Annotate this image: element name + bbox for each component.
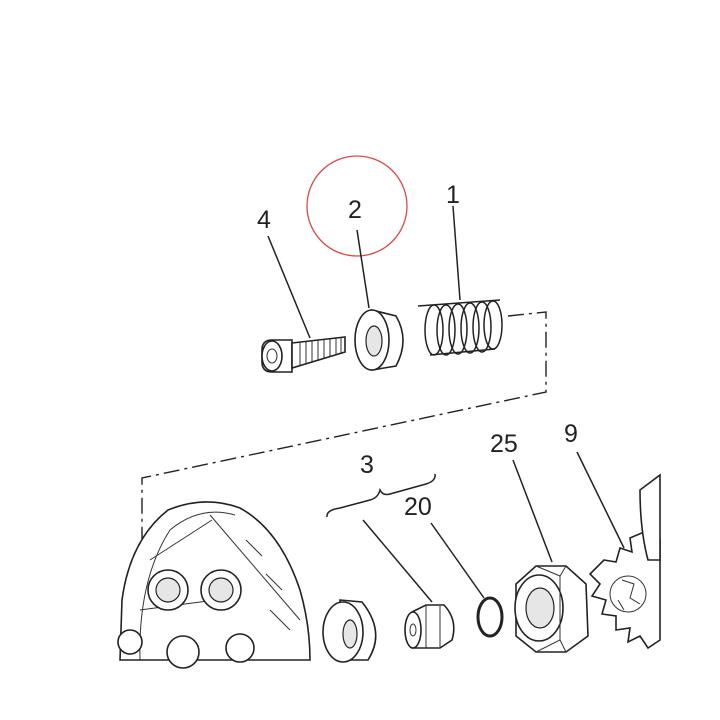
o-ring-part[interactable] bbox=[476, 596, 504, 638]
washer-part[interactable] bbox=[354, 308, 404, 371]
leader-line-3 bbox=[362, 519, 433, 603]
callout-4[interactable]: 4 bbox=[257, 206, 271, 234]
leader-line-2 bbox=[356, 229, 370, 309]
leader-line-1 bbox=[452, 205, 461, 301]
callout-3[interactable]: 3 bbox=[360, 451, 374, 479]
callout-20[interactable]: 20 bbox=[404, 493, 432, 521]
star-wheel-part[interactable] bbox=[588, 473, 661, 650]
plug-part[interactable] bbox=[404, 604, 455, 649]
callout-9[interactable]: 9 bbox=[564, 420, 578, 448]
spring-part[interactable] bbox=[417, 299, 503, 356]
callout-1[interactable]: 1 bbox=[446, 181, 460, 209]
leader-line-25 bbox=[512, 459, 553, 563]
clutch-housing[interactable] bbox=[117, 501, 311, 669]
leader-line-9 bbox=[576, 451, 625, 549]
kit-bracket bbox=[326, 473, 436, 518]
callout-25[interactable]: 25 bbox=[490, 430, 518, 458]
highlight-circle bbox=[306, 155, 408, 257]
callout-2[interactable]: 2 bbox=[348, 196, 362, 224]
bearing-part[interactable] bbox=[322, 599, 377, 663]
leader-line-20 bbox=[430, 522, 485, 599]
leader-line-4 bbox=[267, 235, 311, 339]
hex-nut-part[interactable] bbox=[514, 565, 589, 653]
assembly-phantom-line bbox=[141, 311, 547, 560]
bolt-part[interactable] bbox=[261, 336, 346, 373]
